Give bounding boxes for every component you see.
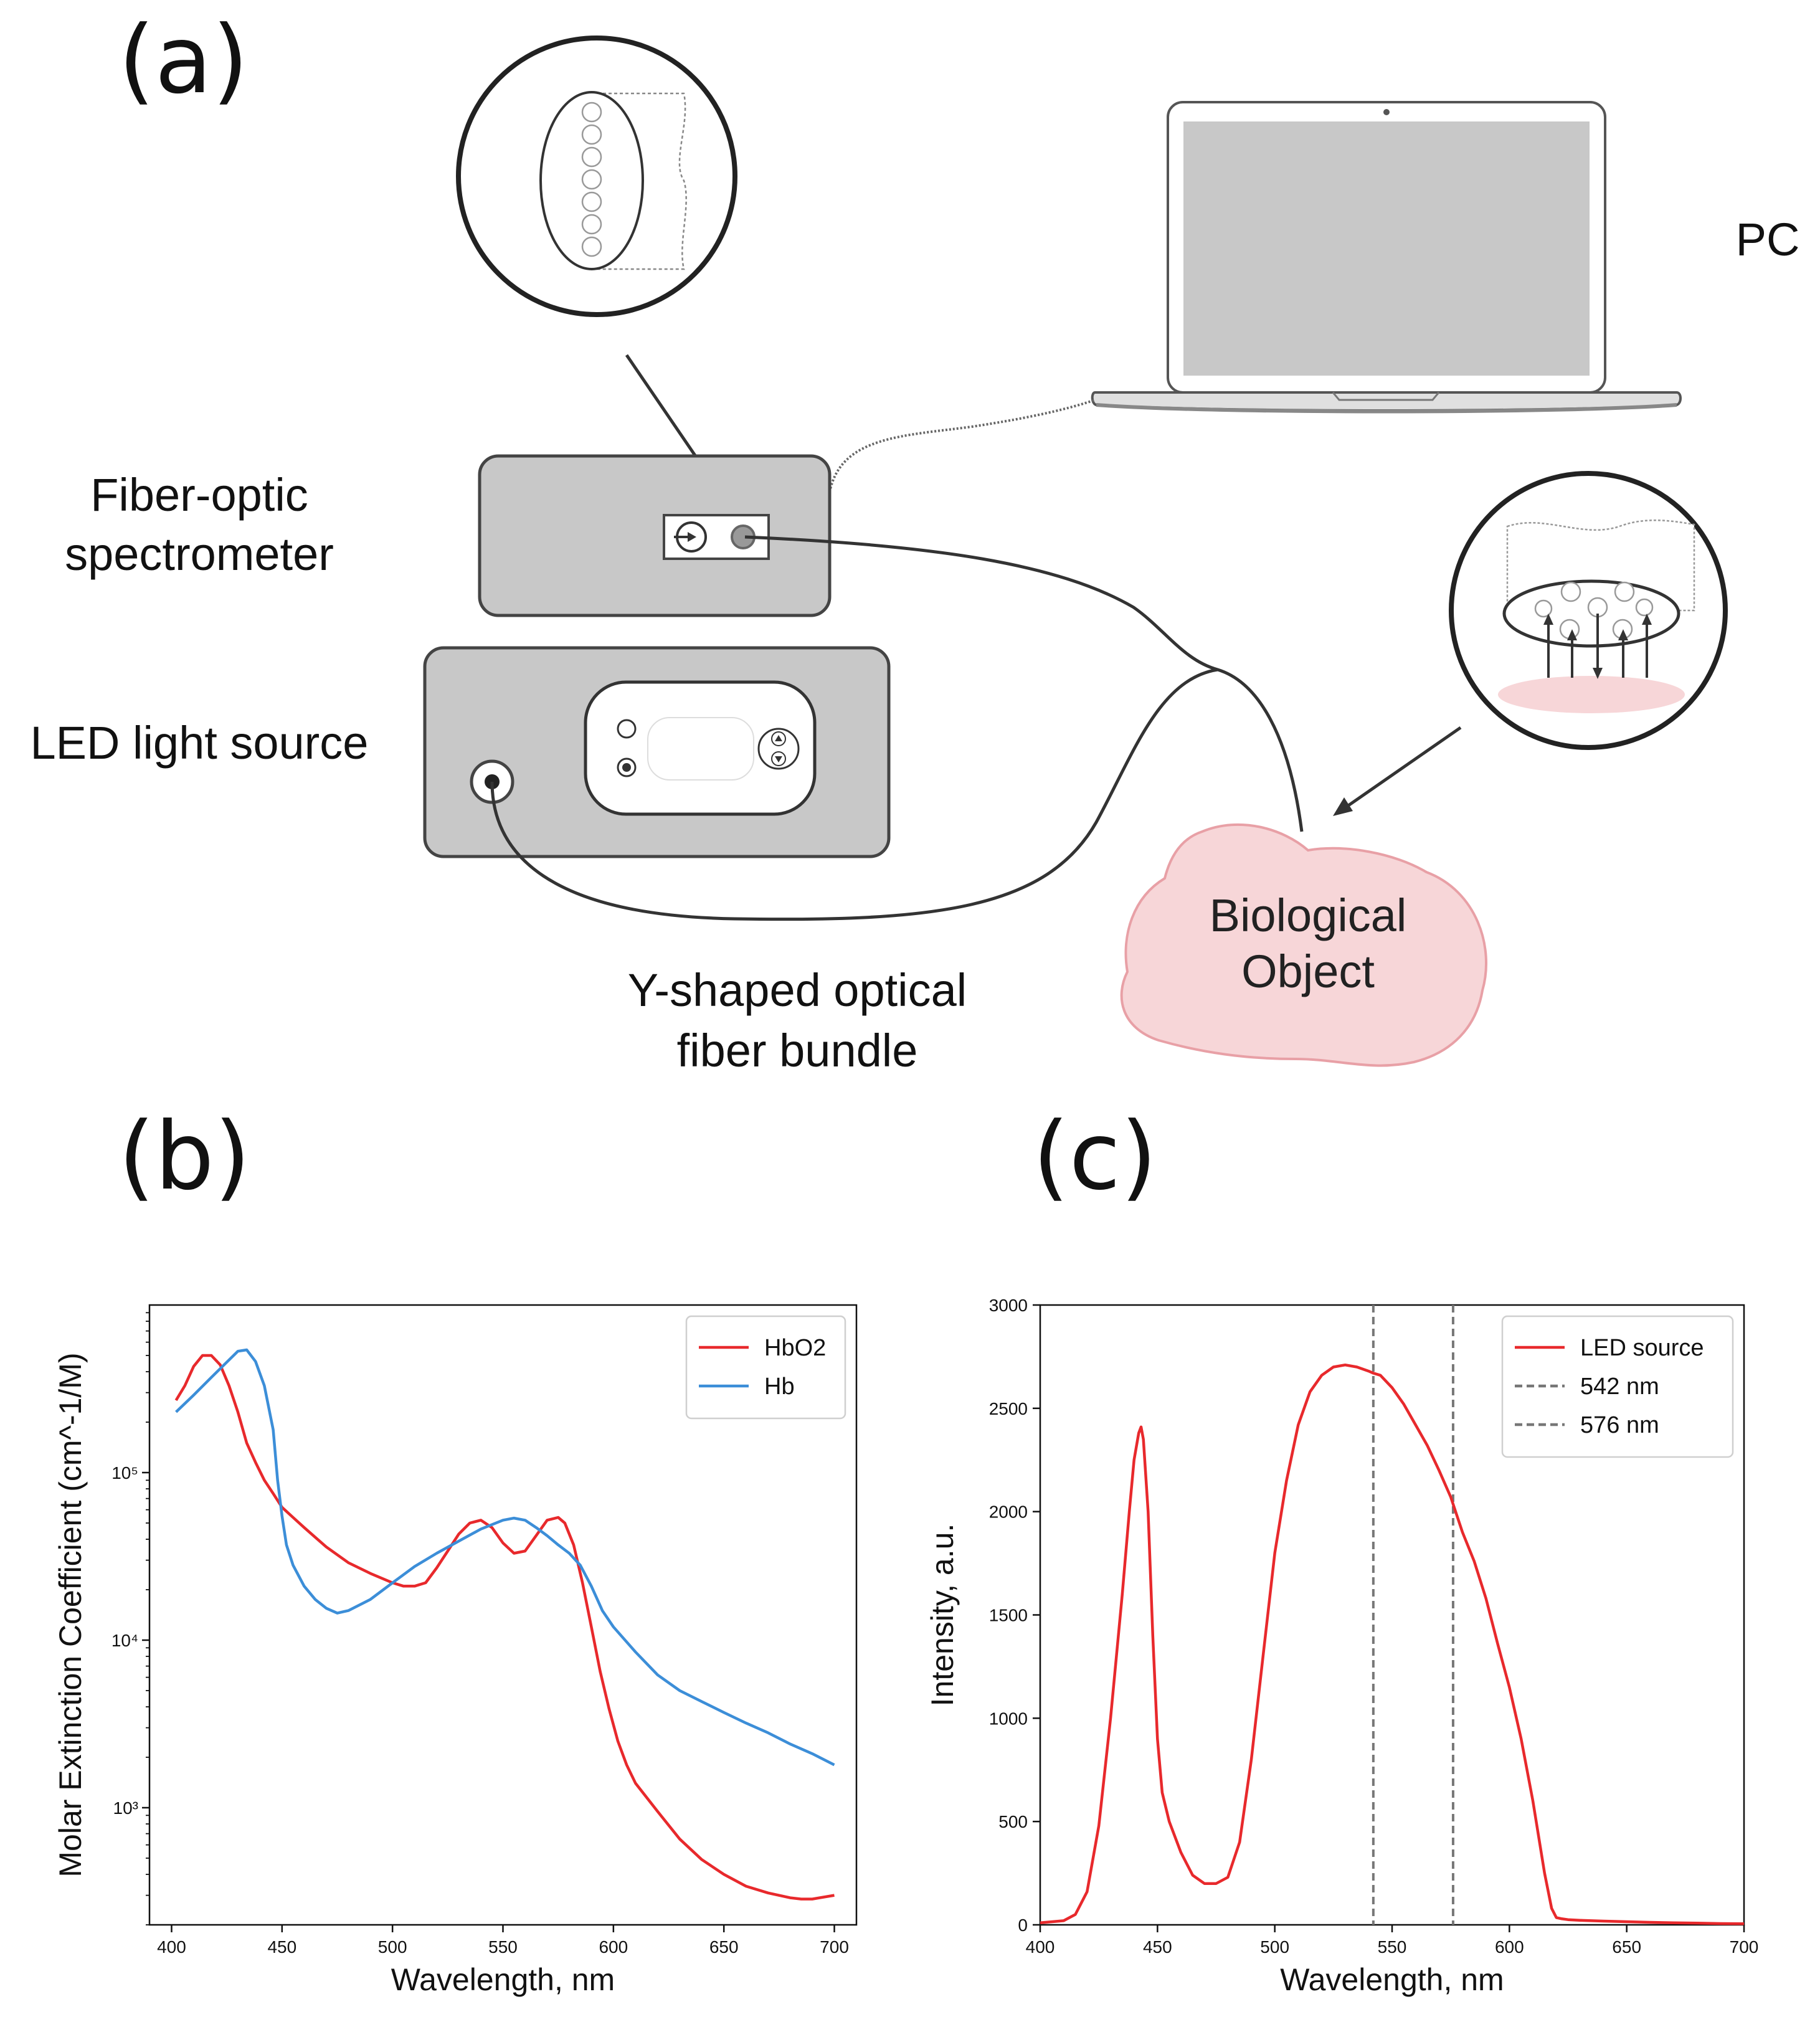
y-tick-label: 10³	[113, 1798, 138, 1818]
x-tick-label: 650	[709, 1937, 739, 1957]
led-label: LED light source	[31, 717, 369, 769]
x-tick-label: 550	[488, 1937, 518, 1957]
panel-label-a: (a)	[118, 6, 249, 115]
x-tick-label: 500	[1260, 1937, 1289, 1957]
x-tick-label: 400	[1026, 1937, 1055, 1957]
y-shaped-fiber-bundle	[490, 535, 1304, 921]
y-axis-label: Molar Extinction Coefficient (cm^-1/M)	[53, 1352, 88, 1877]
y-tick-label: 2000	[989, 1502, 1028, 1522]
x-tick-label: 700	[1730, 1937, 1759, 1957]
chart-c-led-spectrum: 400 450 500 550 600 650 700 0 500 1000 1500 2000 250…	[925, 1296, 1758, 1997]
x-axis-label: Wavelength, nm	[1280, 1962, 1504, 1997]
y-tick-label: 1000	[989, 1709, 1028, 1728]
series-line-hbo2	[174, 1354, 835, 1901]
legend-box	[685, 1315, 846, 1420]
panel-label-c: (c)	[1033, 1103, 1157, 1211]
x-axis-label: Wavelength, nm	[391, 1962, 615, 1997]
panel-label-b: (b)	[118, 1103, 250, 1211]
x-tick-label: 650	[1612, 1937, 1641, 1957]
y-axis-label: Intensity, a.u.	[925, 1524, 960, 1707]
series-line-hb	[175, 1348, 835, 1767]
x-tick-label: 700	[820, 1937, 849, 1957]
object-label-line1: Biological	[1210, 890, 1407, 941]
y-tick-label: 1500	[989, 1606, 1028, 1625]
legend-label: Hb	[764, 1374, 795, 1400]
fiber-label-line1: Y-shaped optical	[628, 964, 967, 1016]
x-tick-label: 450	[1143, 1937, 1172, 1957]
usb-cable	[828, 399, 1096, 493]
x-tick-label: 600	[1495, 1937, 1524, 1957]
y-tick-label: 10⁴	[111, 1631, 138, 1650]
pc-label: PC	[1736, 214, 1800, 265]
laptop-icon	[1091, 101, 1682, 414]
biological-object	[1120, 823, 1487, 1067]
x-tick-label: 550	[1378, 1937, 1407, 1957]
x-tick-label: 600	[599, 1937, 628, 1957]
fiber-end-magnifier-top	[456, 36, 737, 317]
probe-tip-magnifier-right	[1449, 471, 1728, 750]
fiber-label-line2: fiber bundle	[677, 1025, 918, 1076]
y-tick-label: 2500	[989, 1399, 1028, 1418]
spectrometer-label-line2: spectrometer	[65, 528, 334, 580]
magnifier-right-arrow	[1333, 726, 1462, 816]
object-label-line2: Object	[1241, 946, 1375, 997]
y-tick-label: 500	[998, 1812, 1028, 1831]
y-tick-label: 3000	[989, 1296, 1028, 1315]
legend-label: 542 nm	[1580, 1374, 1659, 1400]
x-tick-label: 450	[267, 1937, 296, 1957]
legend-label: 576 nm	[1580, 1412, 1659, 1438]
legend-label: LED source	[1580, 1335, 1704, 1361]
spectrometer-label-line1: Fiber-optic	[90, 469, 308, 521]
legend-box	[1501, 1315, 1734, 1458]
spectrometer-device	[478, 454, 832, 617]
legend: LED source 542 nm 576 nm	[1501, 1315, 1734, 1458]
y-tick-label: 10⁵	[111, 1463, 138, 1483]
x-tick-label: 500	[378, 1937, 407, 1957]
x-tick-label: 400	[157, 1937, 186, 1957]
y-tick-label: 0	[1018, 1915, 1028, 1935]
legend-label: HbO2	[764, 1335, 826, 1361]
setup-diagram: (a) PC	[31, 6, 1800, 1076]
chart-b-extinction: 400 450 500 550 600 650 700 10³ 10⁴ 10⁵ Wavelength…	[53, 1304, 858, 1997]
led-light-source-device	[423, 646, 891, 858]
series-line-led-source	[1040, 1363, 1745, 1925]
